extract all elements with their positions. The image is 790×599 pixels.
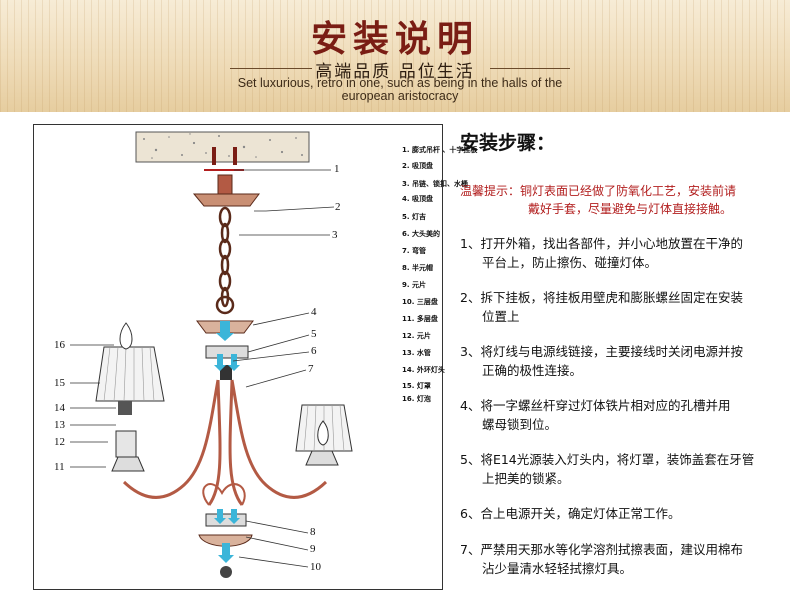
english-tagline-line2: european aristocracy <box>341 89 459 103</box>
parts-list-item: 15. 灯罩 <box>402 382 431 390</box>
step-5-line1: 5、将E14光源装入灯头内，将灯罩，装饰盖套在牙管 <box>460 452 755 467</box>
left-shade <box>95 346 165 402</box>
step-5-line2: 上把美的锁紧。 <box>482 471 570 486</box>
installation-diagram: 1 2 3 4 5 6 7 8 9 10 11 12 13 14 15 16 1… <box>33 124 477 590</box>
parts-list-item: 14. 外环灯头 <box>402 366 445 374</box>
header-banner: 安装说明 高端品质 品位生活 Set luxurious, retro in o… <box>0 0 790 112</box>
finial <box>220 566 232 578</box>
parts-list-item: 4. 吸顶盘 <box>402 195 433 203</box>
left-candle-tube <box>115 430 137 458</box>
step-3-line2: 正确的极性连接。 <box>482 363 583 378</box>
chandelier-drawing <box>70 131 353 578</box>
chain <box>215 206 235 315</box>
callout-15: 15 <box>54 377 65 389</box>
callout-12: 12 <box>54 436 65 448</box>
parts-list-item: 13. 水管 <box>402 349 431 357</box>
step-6: 6、合上电源开关，确定灯体正常工作。 <box>460 504 785 523</box>
left-socket <box>118 401 132 415</box>
blue-arrows-lower <box>214 509 240 563</box>
parts-list-item: 1. 膨式吊杆 、十字挂板 <box>402 146 478 154</box>
warm-tip: 温馨提示：铜灯表面已经做了防氧化工艺，安装前请 戴好手套，尽量避免与灯体直接接触… <box>460 182 785 218</box>
callout-16: 16 <box>54 339 65 351</box>
right-cup <box>305 450 339 466</box>
page-subtitle: 高端品质 品位生活 <box>315 62 475 82</box>
lower-bowl <box>198 534 253 547</box>
left-shade-pleats <box>103 346 155 402</box>
parts-list-item: 6. 大头美的 <box>402 230 440 238</box>
step-7: 7、严禁用天那水等化学溶剂拭擦表面，建议用棉布 沾少量清水轻轻拭擦灯具。 <box>460 540 785 578</box>
step-1-line2: 平台上，防止擦伤、碰撞灯体。 <box>482 255 658 270</box>
parts-list-item: 9. 元片 <box>402 281 426 289</box>
callout-14: 14 <box>54 402 65 414</box>
callout-9: 9 <box>310 543 316 555</box>
step-2-line2: 位置上 <box>482 309 520 324</box>
callout-4: 4 <box>311 306 317 318</box>
english-tagline-line1: Set luxurious, retro in one, such as bei… <box>237 76 563 90</box>
step-7-line2: 沾少量清水轻轻拭擦灯具。 <box>482 561 633 576</box>
parts-list-item: 3. 吊链、锁扣、水桶 <box>402 180 468 188</box>
warm-tip-line2: 戴好手套，尽量避免与灯体直接接触。 <box>528 202 733 216</box>
lower-plate <box>205 513 247 527</box>
subtitle-rule-left <box>230 68 312 69</box>
left-bulb <box>119 322 133 350</box>
callout-leader-lines <box>70 169 335 568</box>
callout-13: 13 <box>54 419 65 431</box>
step-2: 2、拆下挂板，将挂板用壁虎和膨胀螺丝固定在安装 位置上 <box>460 288 785 326</box>
callout-6: 6 <box>311 345 317 357</box>
callout-3: 3 <box>332 229 338 241</box>
parts-list-item: 11. 多层盘 <box>402 315 438 323</box>
parts-list-item: 16. 灯泡 <box>402 395 431 403</box>
parts-list-item: 7. 弯管 <box>402 247 426 255</box>
ceiling-block <box>135 131 310 163</box>
step-4-line1: 4、将一字螺丝杆穿过灯体铁片相对应的孔槽并用 <box>460 398 731 413</box>
banner-texture <box>0 0 790 112</box>
subtitle-rule-right <box>490 68 570 69</box>
callout-1: 1 <box>334 163 340 175</box>
callout-10: 10 <box>310 561 321 573</box>
step-1-line1: 1、打开外箱，找出各部件，并小心地放置在干净的 <box>460 236 743 251</box>
warm-tip-line1: 温馨提示：铜灯表面已经做了防氧化工艺，安装前请 <box>460 184 737 198</box>
callout-7: 7 <box>308 363 314 375</box>
step-4-line2: 螺母锁到位。 <box>482 417 558 432</box>
mounting-plate <box>205 345 249 359</box>
step-3: 3、将灯线与电源线链接，主要接线时关闭电源并按 正确的极性连接。 <box>460 342 785 380</box>
parts-list-item: 12. 元片 <box>402 332 431 340</box>
step-6-line1: 6、合上电源开关，确定灯体正常工作。 <box>460 506 681 521</box>
blue-arrows-upper <box>214 321 240 371</box>
english-tagline: Set luxurious, retro in one, such as bei… <box>230 77 570 103</box>
callout-8: 8 <box>310 526 316 538</box>
step-5: 5、将E14光源装入灯头内，将灯罩，装饰盖套在牙管 上把美的锁紧。 <box>460 450 785 488</box>
ceiling-speckle <box>143 133 303 159</box>
left-cup <box>111 456 145 472</box>
callout-11: 11 <box>54 461 65 473</box>
right-bulb <box>317 420 329 446</box>
parts-list-item: 8. 半元帽 <box>402 264 433 272</box>
chandelier-arms <box>122 379 328 506</box>
step-7-line1: 7、严禁用天那水等化学溶剂拭擦表面，建议用棉布 <box>460 542 743 557</box>
page-title: 安装说明 <box>310 18 479 60</box>
canopy <box>192 193 260 207</box>
step-1: 1、打开外箱，找出各部件，并小心地放置在干净的 平台上，防止擦伤、碰撞灯体。 <box>460 234 785 272</box>
canopy-hook <box>217 174 233 195</box>
steps-title: 安装步骤： <box>460 132 556 154</box>
step-4: 4、将一字螺丝杆穿过灯体铁片相对应的孔槽并用 螺母锁到位。 <box>460 396 785 434</box>
step-3-line1: 3、将灯线与电源线链接，主要接线时关闭电源并按 <box>460 344 743 359</box>
callout-5: 5 <box>311 328 317 340</box>
callout-2: 2 <box>335 201 341 213</box>
parts-list-item: 2. 吸顶盘 <box>402 162 433 170</box>
top-nut <box>220 365 232 380</box>
parts-list-item: 10. 三层盘 <box>402 298 438 306</box>
parts-list-item: 5. 灯吉 <box>402 213 426 221</box>
anchor-bolt-left <box>212 147 216 165</box>
anchor-bolt-right <box>233 147 237 165</box>
step-2-line1: 2、拆下挂板，将挂板用壁虎和膨胀螺丝固定在安装 <box>460 290 743 305</box>
arm-scroll <box>202 483 246 506</box>
